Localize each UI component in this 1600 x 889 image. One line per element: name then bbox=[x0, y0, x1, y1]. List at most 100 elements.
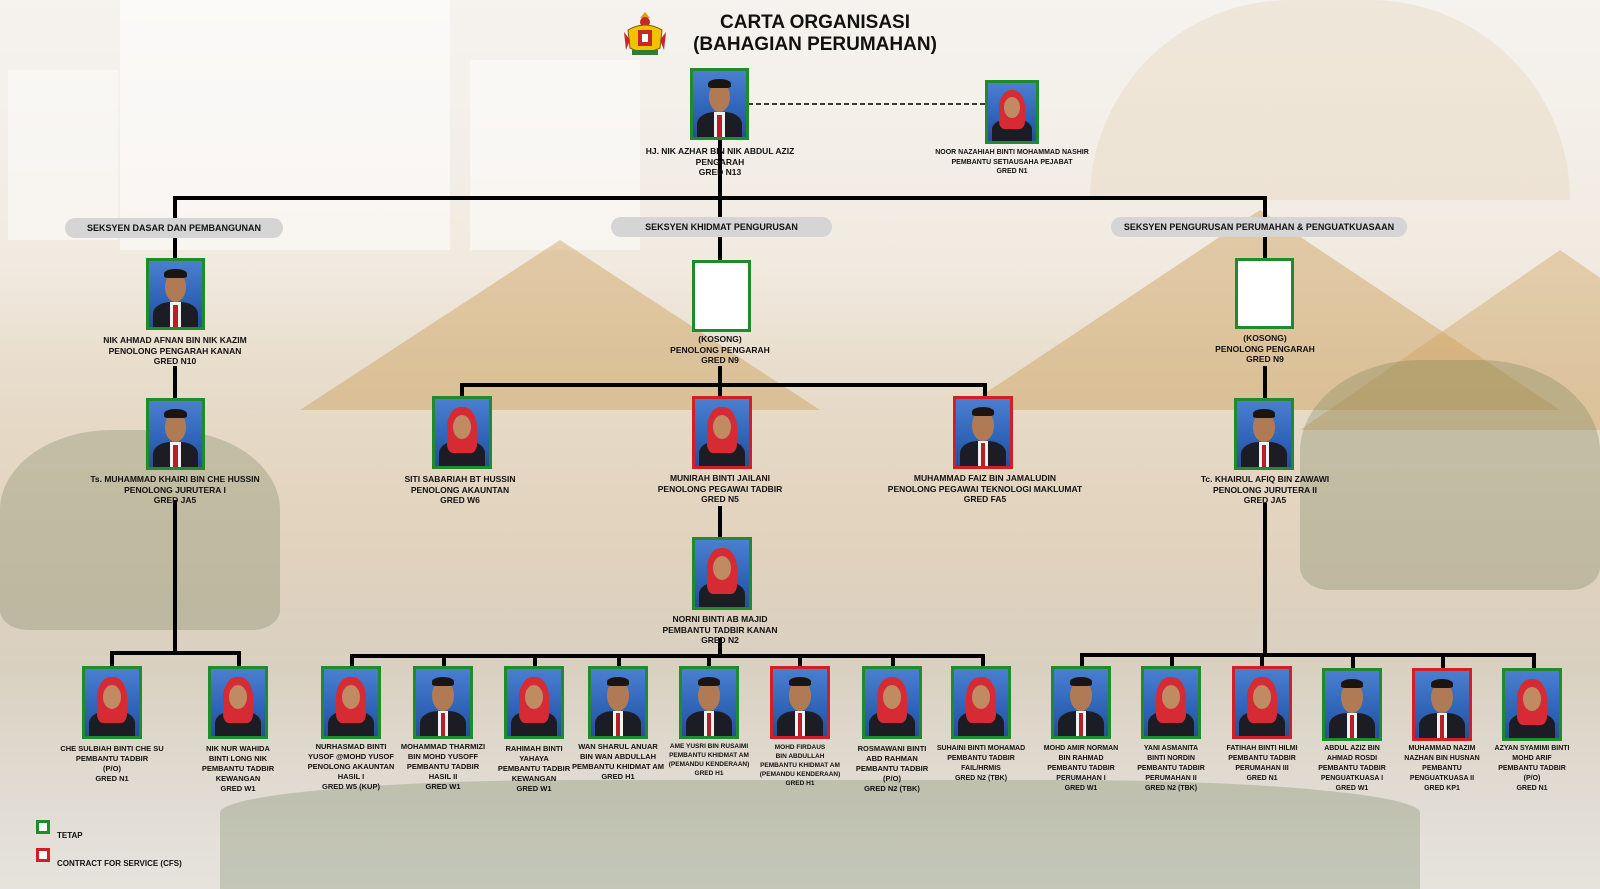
portrait-face bbox=[607, 679, 629, 711]
portrait-hair bbox=[788, 677, 812, 687]
photo-afiq bbox=[1234, 398, 1294, 470]
caption-line: GRED W5 (KUP) bbox=[322, 782, 380, 791]
caption-line: GRED N13 bbox=[698, 167, 742, 177]
caption-line: (P/O) bbox=[883, 774, 901, 783]
caption-line: AZYAN SYAMIMI BINTI bbox=[1494, 745, 1570, 752]
caption-line: GRED W1 bbox=[1335, 785, 1369, 792]
caption-line: MUNIRAH BINTI JAILANI bbox=[669, 473, 771, 483]
portrait-face bbox=[524, 685, 544, 710]
legend-tetap-label: TETAP bbox=[57, 831, 83, 840]
legend-cfs-label: CONTRACT FOR SERVICE (CFS) bbox=[57, 859, 182, 868]
portrait-face bbox=[712, 415, 732, 440]
caption-line: Ts. MUHAMMAD KHAIRI BIN CHE HUSSIN bbox=[90, 474, 260, 484]
caption-line: PEMBANTU TADBIR bbox=[855, 764, 929, 773]
photo-sabariah bbox=[432, 396, 492, 469]
caption-line: PEMBANTU TADBIR bbox=[406, 762, 480, 771]
caption-line: PEMBANTU KHIDMAT AM bbox=[760, 762, 840, 769]
portrait-face bbox=[1341, 681, 1363, 713]
caption-line: YUSOF @MOHD YUSOF bbox=[308, 752, 394, 761]
portrait-hair bbox=[164, 408, 187, 419]
caption-line: GRED JA5 bbox=[153, 495, 197, 505]
photo-sharul bbox=[588, 666, 648, 739]
photo-nazim bbox=[1412, 668, 1472, 741]
photo-pengurusan-vacant bbox=[1235, 258, 1294, 329]
portrait-hair bbox=[164, 268, 187, 279]
caption-line: NURHASMAD BINTI bbox=[315, 742, 387, 751]
caption-line: PERUMAHAN I bbox=[1056, 775, 1106, 782]
caption-line: PENOLONG JURUTERA I bbox=[124, 484, 226, 495]
portrait-face bbox=[164, 411, 187, 442]
photo-suhaini bbox=[951, 666, 1011, 739]
portrait-face bbox=[698, 679, 720, 711]
photo-ame bbox=[679, 666, 739, 739]
caption-line: PENGUATKUASA I bbox=[1320, 775, 1384, 782]
caption-line: BIN ABDULLAH bbox=[775, 753, 825, 760]
portrait-hair bbox=[431, 677, 455, 687]
caption-line: MOHD FIRDAUS bbox=[774, 744, 826, 751]
caption-line: NOOR NAZAHIAH BINTI MOHAMMAD NASHIR bbox=[935, 149, 1089, 156]
portrait-face bbox=[164, 271, 187, 302]
caption-line: PEMBANTU TADBIR bbox=[1047, 765, 1115, 772]
photo-rosmawani bbox=[862, 666, 922, 739]
photo-dasar-head bbox=[146, 258, 205, 330]
caption-line: NIK NUR WAHIDA bbox=[206, 744, 270, 753]
portrait-face bbox=[882, 685, 902, 710]
portrait-tie bbox=[706, 713, 712, 736]
caption-line: YANI ASMANITA bbox=[1143, 745, 1199, 752]
caption-line: ABD RAHMAN bbox=[866, 754, 918, 763]
caption-line: WAN SHARUL ANUAR bbox=[578, 742, 658, 751]
section-khidmat-pill: SEKSYEN KHIDMAT PENGURUSAN bbox=[611, 217, 832, 237]
caption-line: BIN RAHMAD bbox=[1058, 755, 1104, 762]
portrait-face bbox=[1431, 681, 1453, 713]
photo-sulbiah bbox=[82, 666, 142, 739]
photo-faiz bbox=[953, 396, 1013, 469]
caption-line: (P/O) bbox=[103, 764, 121, 773]
legend-cfs-swatch bbox=[36, 848, 50, 862]
portrait-hair bbox=[1069, 677, 1093, 687]
caption-line: BINTI LONG NIK bbox=[208, 754, 268, 763]
caption-line: MOHAMMAD THARMIZI bbox=[400, 742, 486, 751]
caption-line: RAHIMAH BINTI bbox=[505, 744, 563, 753]
caption-line: GRED JA5 bbox=[1243, 495, 1287, 505]
caption-line: AME YUSRI BIN RUSAIMI bbox=[669, 743, 749, 750]
caption-line: BIN WAN ABDULLAH bbox=[580, 752, 656, 761]
portrait-tie bbox=[1261, 444, 1267, 467]
caption-line: GRED W1 bbox=[516, 784, 552, 793]
caption-line: MUHAMMAD FAIZ BIN JAMALUDIN bbox=[913, 473, 1057, 483]
caption-line: GRED W1 bbox=[220, 784, 256, 793]
portrait-hair bbox=[708, 78, 731, 89]
caption-line: MOHD AMIR NORMAN bbox=[1043, 745, 1119, 752]
caption-line: PEMBANTU TADBIR bbox=[1498, 765, 1566, 772]
caption-line: GRED H1 bbox=[694, 770, 724, 777]
caption-line: GRED H1 bbox=[601, 772, 635, 781]
caption-line: PEMBANTU TADBIR bbox=[1228, 755, 1296, 762]
photo-wahida bbox=[208, 666, 268, 739]
caption-line: FATIHAH BINTI HILMI bbox=[1226, 745, 1298, 752]
title-line-1: CARTA ORGANISASI bbox=[720, 12, 910, 33]
photo-rahimah bbox=[504, 666, 564, 739]
caption-line: SUHAINI BINTI MOHAMAD bbox=[936, 745, 1026, 752]
caption-line: NORNI BINTI AB MAJID bbox=[672, 614, 768, 624]
portrait-tie bbox=[1349, 715, 1355, 738]
caption-line: PEMBANTU TADBIR bbox=[1137, 765, 1205, 772]
portrait-face bbox=[1252, 685, 1272, 710]
caption-line: GRED N5 bbox=[701, 494, 739, 504]
section-pengurusan-pill: SEKSYEN PENGURUSAN PERUMAHAN & PENGUATKU… bbox=[1111, 217, 1407, 237]
photo-tharmizi bbox=[413, 666, 473, 739]
caption-line: (P/O) bbox=[1523, 775, 1541, 782]
portrait-face bbox=[1003, 96, 1021, 118]
legend-tetap-swatch bbox=[36, 820, 50, 834]
caption-line: GRED N1 bbox=[1246, 775, 1278, 782]
